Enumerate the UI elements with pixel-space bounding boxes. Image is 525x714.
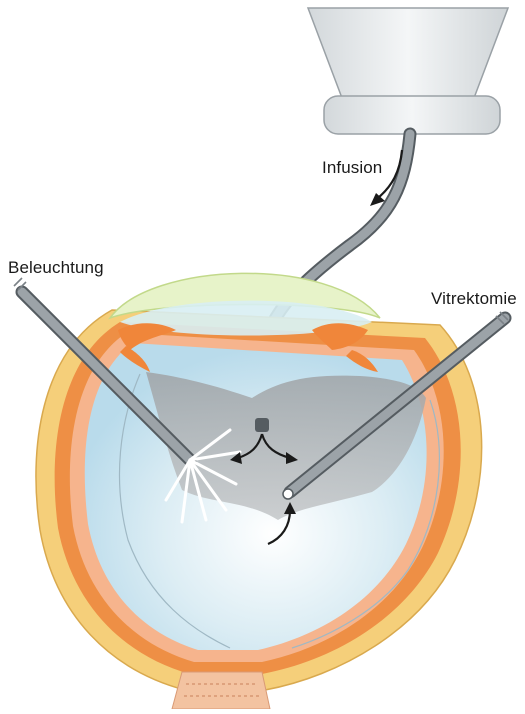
vitrectomy-label: Vitrektomie: [431, 289, 517, 309]
illumination-label: Beleuchtung: [8, 258, 104, 278]
optic-nerve: [172, 672, 270, 709]
infusion-bottle: [308, 8, 508, 134]
infusion-label: Infusion: [322, 158, 382, 178]
infusion-cannula-tip: [255, 418, 269, 432]
